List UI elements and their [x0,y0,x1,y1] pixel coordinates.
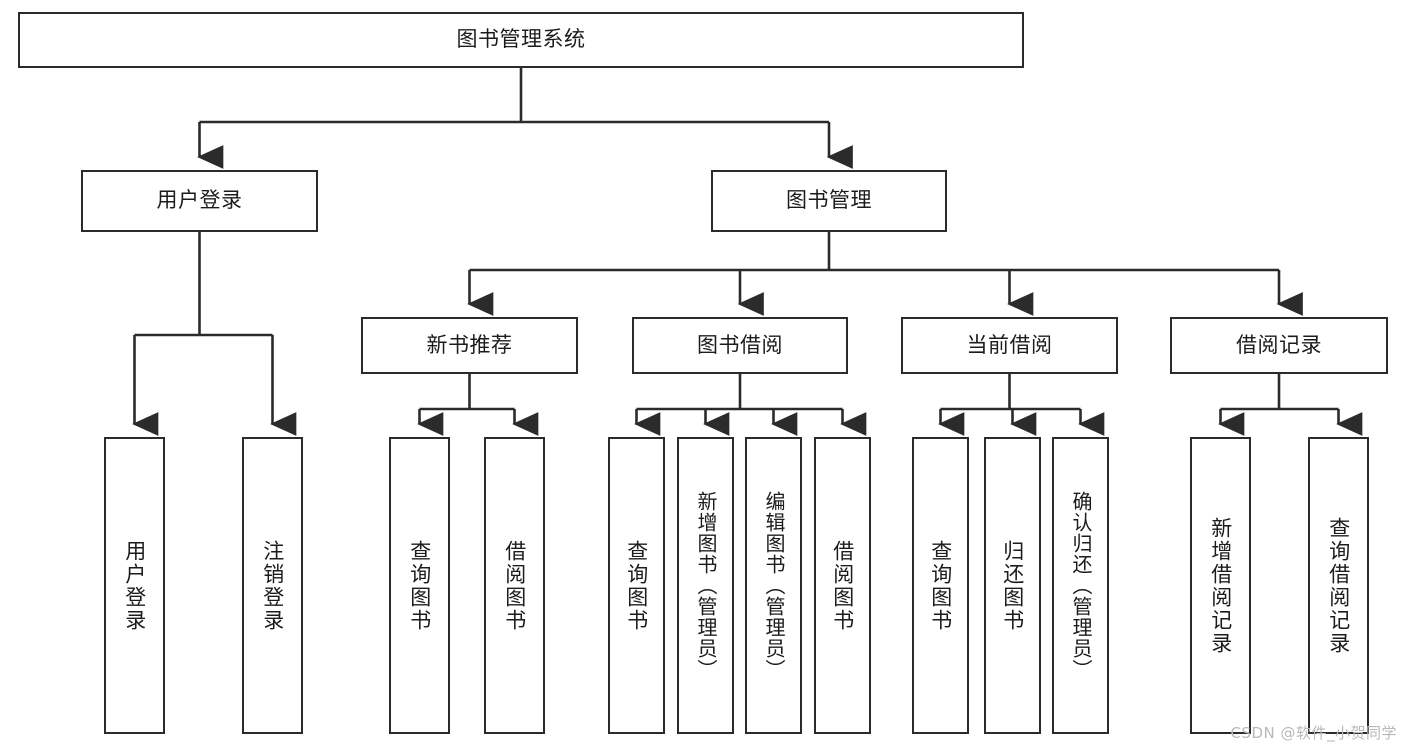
node-current-borrow[interactable]: 当前借阅 [901,317,1118,374]
node-label: 借阅图书 [830,539,855,632]
node-book-manage[interactable]: 图书管理 [711,170,947,232]
node-label: 用户登录 [156,188,243,213]
node-label: 借阅记录 [1236,332,1322,357]
node-label: 新增借阅记录 [1208,516,1233,655]
node-user-login-leaf[interactable]: 用户登录 [104,437,165,734]
node-edit-book-admin[interactable]: 编辑图书（管理员） [745,437,802,734]
node-add-book-admin[interactable]: 新增图书（管理员） [677,437,734,734]
node-return-book[interactable]: 归还图书 [984,437,1041,734]
node-label: 注销登录 [260,539,285,632]
node-new-book-rec[interactable]: 新书推荐 [361,317,578,374]
node-book-borrow[interactable]: 图书借阅 [632,317,848,374]
node-label: 借阅图书 [502,539,527,632]
node-query-book-borrow[interactable]: 查询图书 [608,437,665,734]
node-query-book-rec[interactable]: 查询图书 [389,437,450,734]
node-query-book-current[interactable]: 查询图书 [912,437,969,734]
node-borrow-record[interactable]: 借阅记录 [1170,317,1388,374]
node-label: 图书管理系统 [456,27,586,52]
node-borrow-book-rec[interactable]: 借阅图书 [484,437,545,734]
node-logout-leaf[interactable]: 注销登录 [242,437,303,734]
node-label: 编辑图书（管理员） [762,491,786,680]
node-add-borrow-record[interactable]: 新增借阅记录 [1190,437,1251,734]
node-user-login[interactable]: 用户登录 [81,170,318,232]
node-label: 图书借阅 [697,332,783,357]
node-label: 查询图书 [624,539,649,632]
node-query-borrow-record[interactable]: 查询借阅记录 [1308,437,1369,734]
node-label: 用户登录 [122,539,147,632]
node-borrow-book-action[interactable]: 借阅图书 [814,437,871,734]
node-label: 查询图书 [407,539,432,632]
node-label: 新书推荐 [426,332,513,357]
node-label: 图书管理 [786,188,872,213]
node-label: 新增图书（管理员） [694,491,718,680]
node-label: 查询借阅记录 [1326,516,1351,655]
node-label: 当前借阅 [966,332,1053,357]
node-label: 查询图书 [928,539,953,632]
node-confirm-return-admin[interactable]: 确认归还（管理员） [1052,437,1109,734]
node-root[interactable]: 图书管理系统 [18,12,1024,68]
node-label: 确认归还（管理员） [1069,491,1093,680]
node-label: 归还图书 [1000,539,1025,632]
